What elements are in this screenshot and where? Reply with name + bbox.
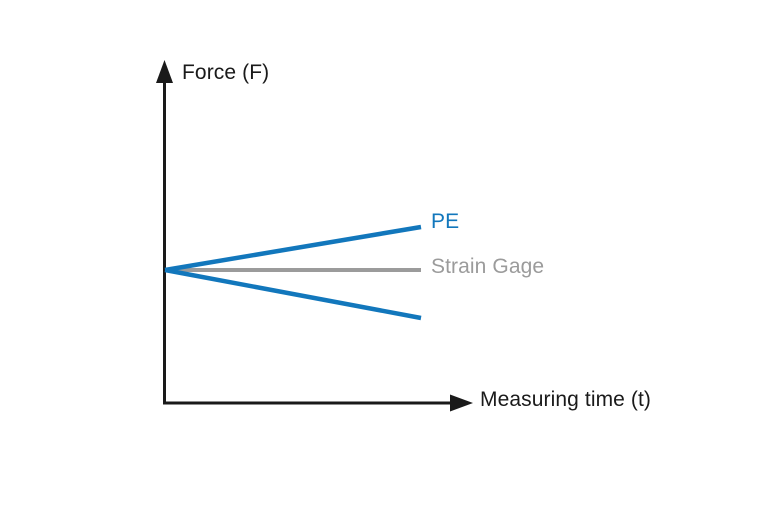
series-label-strain-gage: Strain Gage: [431, 255, 545, 278]
arrow-right-icon: [450, 394, 473, 412]
series-line-pe-upper: [164, 224, 422, 273]
series-label-pe: PE: [431, 210, 460, 233]
arrow-up-icon: [156, 60, 173, 83]
x-axis-label: Measuring time (t): [480, 388, 652, 411]
y-axis-label: Force (F): [182, 61, 270, 84]
series-line-pe-lower: [164, 267, 422, 321]
